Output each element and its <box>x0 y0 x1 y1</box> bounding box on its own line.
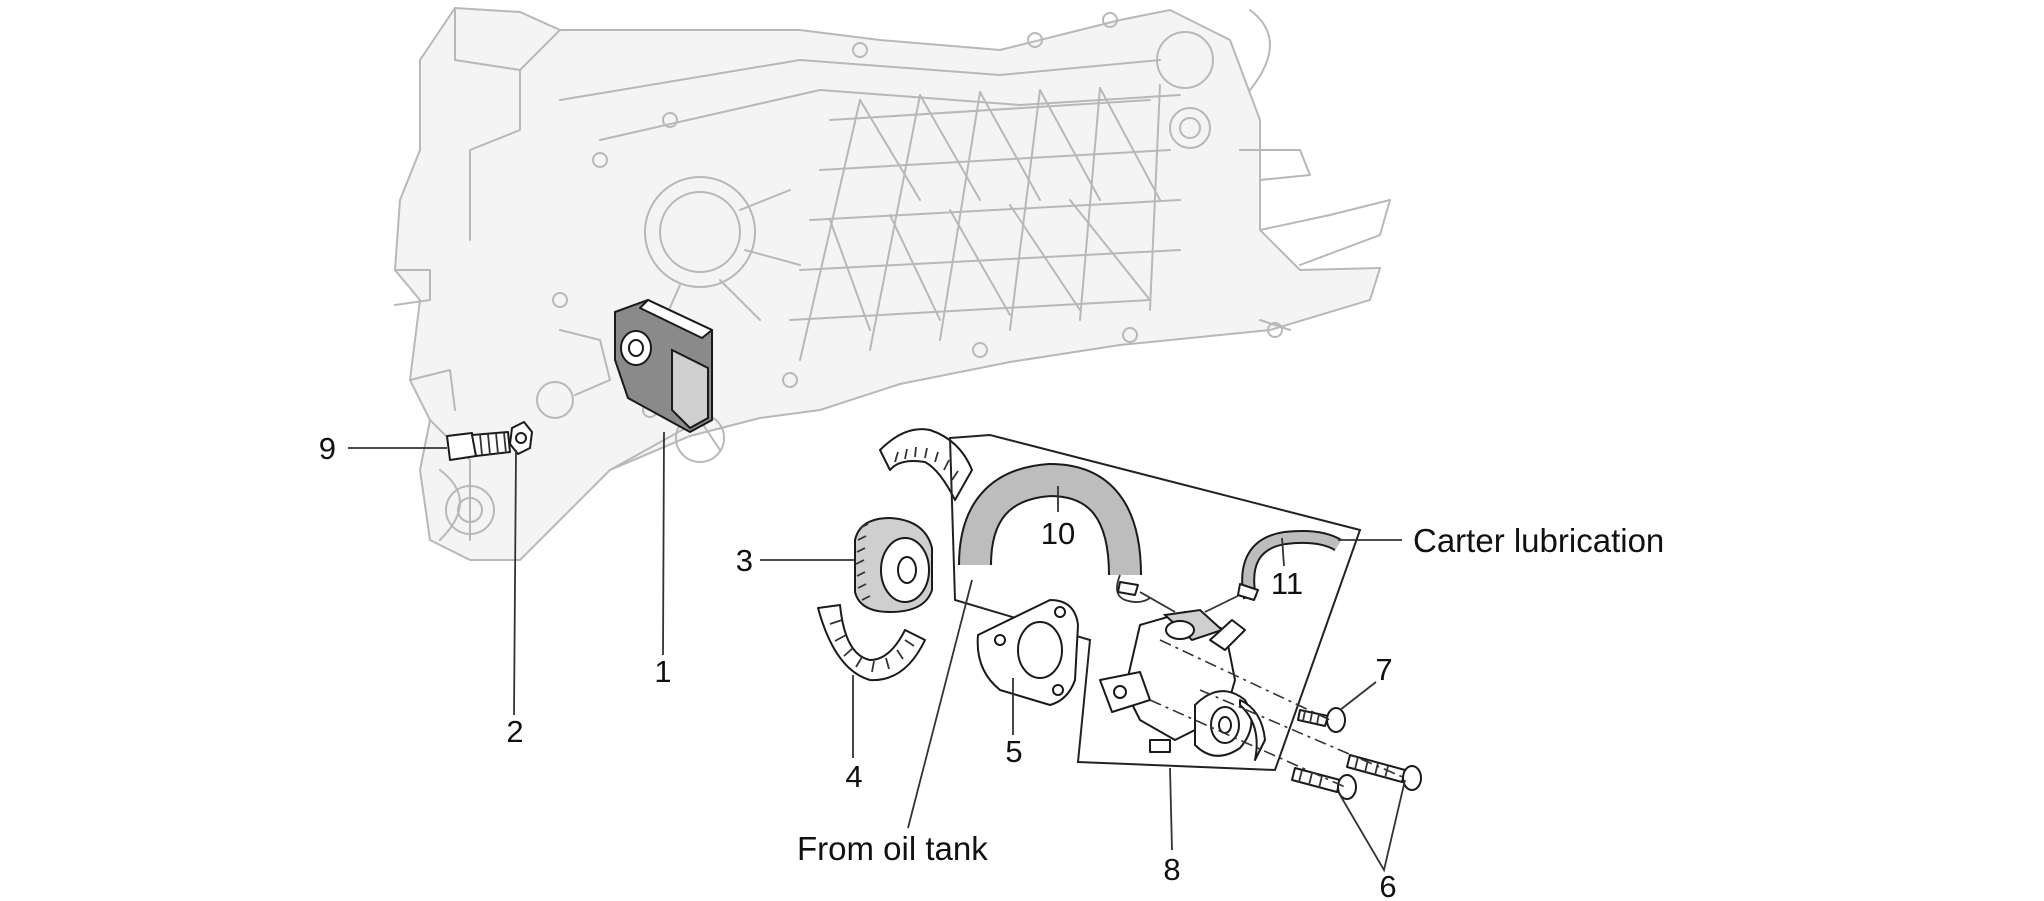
label-1: 1 <box>654 654 671 689</box>
part-4-belt-upper <box>879 428 973 501</box>
label-3: 3 <box>736 543 753 578</box>
part-11-hose <box>1241 529 1342 600</box>
crankcase <box>393 6 1391 561</box>
label-4: 4 <box>845 759 862 794</box>
part-3-gear <box>854 516 933 614</box>
part-5-gasket <box>976 599 1079 706</box>
annotation-carter-lubrication: Carter lubrication <box>1413 522 1664 559</box>
part-7-screw <box>1297 707 1346 733</box>
annotation-from-oil-tank: From oil tank <box>797 830 988 867</box>
screw-axis-line <box>1159 639 1331 721</box>
screw-axis-line <box>1199 689 1406 779</box>
callout-labels: 9 2 1 3 4 5 10 11 7 8 6 Carter lubricati… <box>319 431 1665 901</box>
part-6-screw-lower <box>1291 767 1357 800</box>
part-6-screw-upper <box>1346 754 1422 791</box>
part-2-nut <box>509 421 533 455</box>
part-10-hose <box>958 462 1151 603</box>
label-11: 11 <box>1271 566 1303 601</box>
screw-axis-line <box>1149 699 1346 788</box>
label-8: 8 <box>1163 852 1180 887</box>
label-5: 5 <box>1005 734 1022 769</box>
part-9-stud <box>446 431 511 461</box>
part-8-oil-pump <box>1099 581 1266 761</box>
pump-assembly-frame <box>948 433 1362 772</box>
label-9: 9 <box>319 431 336 466</box>
part-4-belt-lower <box>817 604 926 682</box>
label-6: 6 <box>1379 869 1396 901</box>
part-1-drive-cover <box>614 298 713 434</box>
label-2: 2 <box>506 714 523 749</box>
label-7: 7 <box>1375 652 1392 687</box>
label-10: 10 <box>1041 516 1075 551</box>
leader-lines <box>348 431 1406 873</box>
